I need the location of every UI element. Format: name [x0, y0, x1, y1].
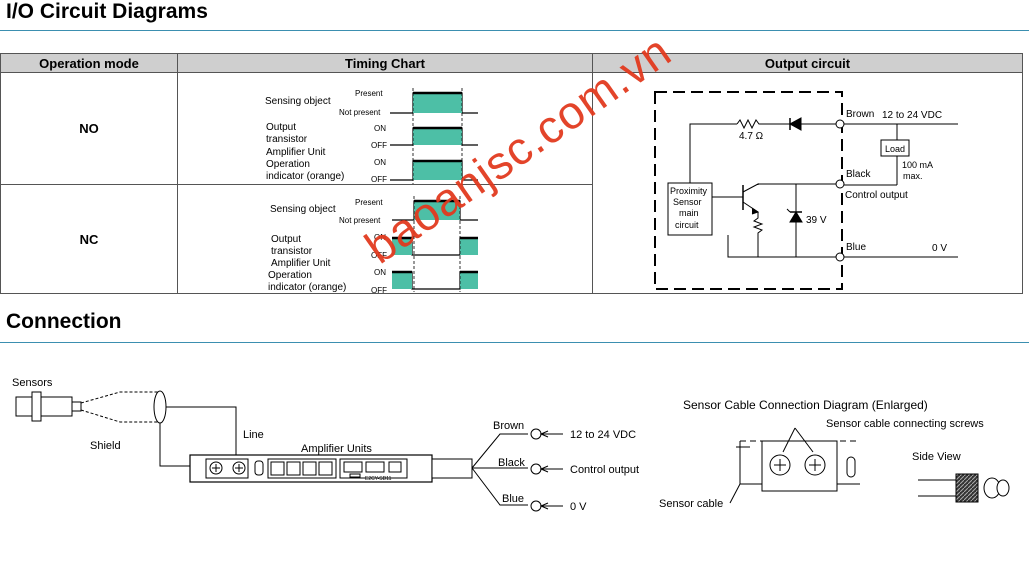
- label-conn-zero-v: 0 V: [570, 501, 587, 513]
- sensor-boundary: [654, 91, 843, 290]
- connection-labels: Sensors Shield Line Amplifier Units E2CY…: [12, 377, 984, 513]
- label-not-present: Not present: [339, 108, 381, 117]
- label-on-2: ON: [374, 158, 386, 167]
- label-amplifier-units: Amplifier Units: [301, 443, 372, 455]
- label-off-nc: OFF: [371, 251, 387, 260]
- pulse-sensing-no: [413, 94, 462, 113]
- label-side-view: Side View: [912, 451, 961, 463]
- label-black: Black: [846, 169, 871, 180]
- label-amp-1: Amplifier Unit: [266, 147, 326, 158]
- label-off-nc-2: OFF: [371, 286, 387, 295]
- load-box: [880, 139, 910, 157]
- label-amp-2: Operation: [266, 159, 310, 170]
- label-load-current-1: 100 mA: [902, 160, 933, 170]
- label-amp-3-nc: indicator (orange): [268, 282, 346, 293]
- sensor-body: [15, 396, 73, 417]
- label-screws: Sensor cable connecting screws: [826, 418, 984, 430]
- label-sensing-object: Sensing object: [265, 96, 331, 107]
- label-line: Line: [243, 429, 264, 441]
- label-on-nc: ON: [374, 233, 386, 242]
- label-shield: Shield: [90, 440, 121, 452]
- label-present: Present: [355, 89, 383, 98]
- label-output-2: transistor: [266, 134, 308, 145]
- label-conn-supply: 12 to 24 VDC: [570, 429, 636, 441]
- side-view-connector: [955, 473, 979, 503]
- header-output-circuit: Output circuit: [592, 53, 1023, 73]
- label-off: OFF: [371, 141, 387, 150]
- label-conn-brown: Brown: [493, 420, 524, 432]
- label-output-2-nc: transistor: [271, 246, 313, 257]
- sensor-main-circuit-box: [667, 182, 713, 236]
- label-off-2: OFF: [371, 175, 387, 184]
- pulse-amp-no: [413, 162, 462, 180]
- label-enlarged-title: Sensor Cable Connection Diagram (Enlarge…: [683, 398, 928, 412]
- label-sensing-object-nc: Sensing object: [270, 204, 336, 215]
- connection-rule: [0, 342, 1029, 343]
- timing-no-cell: [177, 72, 593, 185]
- mode-nc: NC: [0, 184, 178, 294]
- label-sensors: Sensors: [12, 377, 53, 389]
- label-conn-control-output: Control output: [570, 464, 639, 476]
- label-load: Load: [885, 144, 905, 154]
- label-control-output: Control output: [845, 190, 908, 201]
- output-circuit: [654, 91, 958, 290]
- label-amp-2-nc: Operation: [268, 270, 312, 281]
- label-sensor-4: circuit: [675, 220, 699, 230]
- label-on-nc-2: ON: [374, 268, 386, 277]
- label-conn-blue: Blue: [502, 493, 524, 505]
- label-sensor-3: main: [679, 208, 699, 218]
- connection-diagram: [15, 390, 1010, 512]
- pulse-sensing-nc: [414, 202, 460, 220]
- label-brown: Brown: [846, 109, 874, 120]
- label-present-nc: Present: [355, 198, 383, 207]
- label-zener: 39 V: [806, 215, 827, 226]
- label-sensor-2: Sensor: [673, 197, 702, 207]
- page-title: I/O Circuit Diagrams: [6, 0, 208, 23]
- label-sensor-cable: Sensor cable: [659, 498, 723, 510]
- label-output-1: Output: [266, 122, 296, 133]
- label-on: ON: [374, 124, 386, 133]
- pulse-output-nc-a: [392, 239, 412, 255]
- timing-chart-nc: Sensing object Present Not present Outpu…: [268, 196, 478, 295]
- label-model: E2CY-SD11: [365, 476, 392, 482]
- label-blue: Blue: [846, 242, 866, 253]
- header-timing-chart: Timing Chart: [177, 53, 593, 73]
- connection-title: Connection: [6, 310, 122, 333]
- pulse-amp-nc-a: [392, 273, 412, 289]
- pulse-output-nc-b: [460, 239, 478, 255]
- timing-chart-no: Sensing object Present Not present Outpu…: [265, 88, 478, 184]
- label-amp-3: indicator (orange): [266, 171, 344, 182]
- label-supply: 12 to 24 VDC: [882, 110, 942, 121]
- label-resistor: 4.7 Ω: [739, 131, 764, 142]
- io-table: Operation mode Timing Chart Output circu…: [0, 53, 1023, 294]
- timing-nc-cell: [177, 184, 593, 294]
- pulse-output-no: [413, 129, 462, 145]
- title-rule: [0, 30, 1029, 31]
- pulse-amp-nc-b: [460, 273, 478, 289]
- label-sensor-1: Proximity: [670, 186, 708, 196]
- label-amp-1-nc: Amplifier Unit: [271, 258, 331, 269]
- label-zero-v: 0 V: [932, 243, 947, 254]
- label-load-current-2: max.: [903, 171, 923, 181]
- output-circuit-labels: Brown 12 to 24 VDC 4.7 Ω Load 100 mA max…: [670, 109, 947, 254]
- label-not-present-nc: Not present: [339, 216, 381, 225]
- label-output-1-nc: Output: [271, 234, 301, 245]
- label-conn-black: Black: [498, 457, 525, 469]
